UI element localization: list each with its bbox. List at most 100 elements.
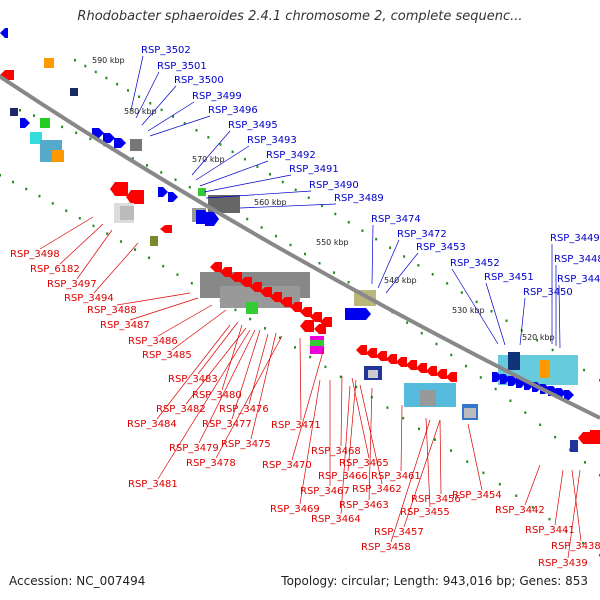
reverse-gene-label: RSP_3438 [551,541,600,552]
forward-gene-label: RSP_3495 [228,120,278,131]
reverse-gene-label: RSP_3468 [311,446,361,457]
gene-arrow [20,118,30,128]
leader-line [221,324,243,391]
gene-arrow [240,277,252,287]
reverse-gene-label: RSP_3442 [495,505,545,516]
scale-tick-label: 560 kbp [254,198,287,207]
tick-dot [65,209,68,212]
leader-line [519,297,526,346]
tick-dot [417,264,420,267]
tick-dot [479,376,482,379]
reverse-gene-label: RSP_3498 [10,249,60,260]
tick-dot [138,95,141,99]
tick-dot [146,164,149,167]
tick-dot [174,178,177,181]
reverse-gene-label: RSP_3487 [100,320,150,331]
gene-arrow [160,225,172,233]
tick-dot [0,174,1,177]
leader-line [191,130,231,176]
tick-dot [94,70,97,74]
forward-gene-label: RSP_3453 [416,242,466,253]
gene-arrow [508,376,518,386]
gene-block [220,286,300,308]
tick-dot [450,449,453,452]
reverse-gene-label: RSP_3483 [168,374,218,385]
gene-arrow [310,312,322,322]
tick-dot [505,319,508,323]
reverse-gene-label: RSP_3475 [221,439,271,450]
tick-dot [339,375,342,379]
tick-dot [548,517,551,521]
tick-dot [78,216,81,220]
forward-gene-label: RSP_3474 [371,214,421,225]
tick-dot [51,202,54,205]
gene-arrow [314,324,326,334]
reverse-gene-label: RSP_3497 [47,279,97,290]
leader-line [554,469,564,526]
tick-dot [465,364,468,368]
tick-dot [106,232,109,235]
gene-arrow [250,282,262,292]
forward-gene-label: RSP_3451 [484,272,534,283]
gene-block [508,352,520,370]
gene-block [420,390,436,406]
tick-dot [294,346,297,349]
leader-line [141,85,177,126]
tick-dot [402,416,405,420]
tick-dot [127,89,130,92]
tick-dot [498,482,501,486]
tick-dot [116,82,119,86]
forward-gene-label: RSP_3499 [192,91,242,102]
leader-line [439,419,442,495]
summary-text: Topology: circular; Length: 943,016 bp; … [281,574,588,588]
tick-dot [434,438,436,441]
reverse-gene-label: RSP_3477 [202,419,252,430]
tick-dot [105,76,108,80]
forward-gene-label: RSP_3502 [141,45,191,56]
tick-dot [355,385,358,389]
reverse-gene-label: RSP_3467 [300,486,350,497]
tick-dot [148,256,151,260]
leader-line [199,160,269,187]
reverse-gene-label: RSP_3485 [142,350,192,361]
tick-dot [249,317,252,321]
gene-arrow [426,366,437,376]
gene-layer [0,28,600,452]
tick-dot [279,336,281,339]
tick-dot [219,143,222,146]
forward-gene-label: RSP_3447 [557,274,600,285]
leader-line [129,297,199,321]
scale-tick-label: 520 kbp [522,333,555,342]
gene-block [368,370,378,378]
leader-line [377,239,400,289]
tick-dot [309,355,312,359]
leader-line [157,304,213,337]
tick-dot [176,273,179,276]
tick-dot [318,261,321,265]
reverse-gene-label: RSP_3484 [127,419,177,430]
leader-line [425,417,431,508]
tick-dot [515,494,518,497]
leader-line [340,385,351,515]
gene-arrow [416,363,427,373]
leader-line [149,115,211,137]
gene-arrow [205,212,219,226]
leader-line [485,282,506,346]
reverse-gene-label: RSP_3462 [352,484,402,495]
reverse-gene-label: RSP_3469 [270,504,320,515]
tick-dot [551,348,554,352]
tick-dot [269,173,272,176]
leader-line [197,321,239,375]
tick-dot [307,196,310,199]
tick-dot [33,114,36,117]
tick-dot [289,243,292,247]
leader-line [299,379,321,505]
gene-block [464,408,476,418]
tick-dot [389,246,392,250]
leader-line [291,347,325,461]
forward-gene-label: RSP_3491 [289,164,339,175]
forward-gene-label: RSP_3496 [208,105,258,116]
leader-line [157,329,251,480]
reverse-gene-label: RSP_3456 [411,494,461,505]
gene-block [570,440,578,452]
